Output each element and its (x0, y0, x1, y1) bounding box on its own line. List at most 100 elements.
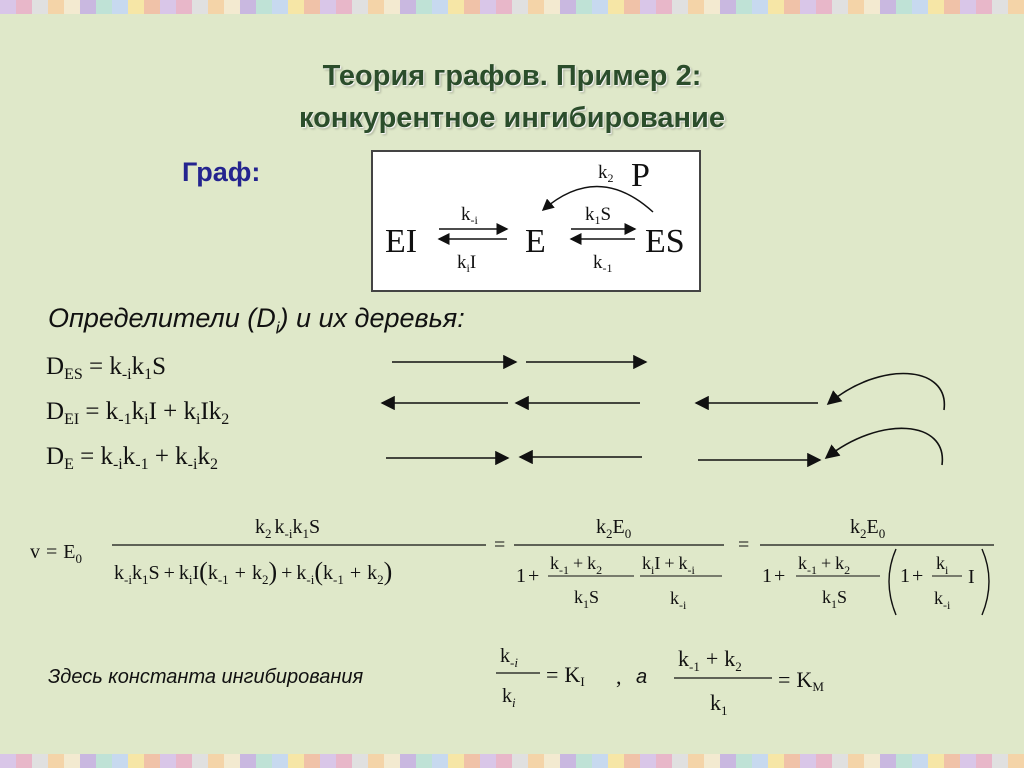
stripe-segment (992, 0, 1008, 14)
stripe-segment (0, 0, 16, 14)
stripe-segment (16, 754, 32, 768)
svg-text:kiI+k-i: kiI+k-i (642, 553, 695, 577)
stripe-segment (944, 754, 960, 768)
stripe-segment (432, 0, 448, 14)
svg-text:k-i: k-i (500, 645, 518, 670)
stripe-segment (928, 754, 944, 768)
stripe-segment (816, 0, 832, 14)
stripe-segment (848, 0, 864, 14)
stripe-segment (176, 0, 192, 14)
stripe-segment (768, 754, 784, 768)
stripe-segment (1008, 754, 1024, 768)
stripe-segment (576, 754, 592, 768)
stripe-segment (832, 754, 848, 768)
stripe-segment (112, 0, 128, 14)
stripe-segment (32, 754, 48, 768)
stripe-segment (304, 754, 320, 768)
svg-text:=: = (494, 534, 505, 556)
stripe-segment (144, 754, 160, 768)
bottom-decorative-stripe (0, 754, 1024, 768)
stripe-segment (352, 754, 368, 768)
stripe-segment (208, 0, 224, 14)
svg-text:=KM: =KM (778, 667, 824, 694)
stripe-segment (272, 0, 288, 14)
stripe-segment (224, 0, 240, 14)
stripe-segment (224, 754, 240, 768)
stripe-segment (192, 0, 208, 14)
stripe-segment (784, 0, 800, 14)
graph-label: Граф: (182, 157, 261, 187)
stripe-segment (896, 754, 912, 768)
svg-text:k-1+k2: k-1+k2 (550, 553, 602, 577)
stripe-segment (704, 0, 720, 14)
node-ei: EI (385, 223, 417, 260)
stripe-segment (592, 0, 608, 14)
stripe-segment (768, 0, 784, 14)
stripe-segment (320, 0, 336, 14)
stripe-segment (96, 0, 112, 14)
label-kiI: kiI (457, 252, 476, 275)
reaction-graph-svg: EI E ES P k2 k-i kiI k1S k-1 (385, 157, 685, 275)
stripe-segment (256, 0, 272, 14)
stripe-segment (112, 754, 128, 768)
stripe-segment (656, 0, 672, 14)
stripe-segment (848, 754, 864, 768)
stripe-segment (560, 754, 576, 768)
stripe-segment (368, 0, 384, 14)
stripe-segment (528, 0, 544, 14)
stripe-segment (736, 0, 752, 14)
stripe-segment (672, 754, 688, 768)
edge-k2-arc (541, 185, 654, 213)
svg-text:k2E0: k2E0 (596, 516, 631, 541)
stripe-segment (912, 754, 928, 768)
stripe-segment (416, 0, 432, 14)
determinant-des: DES = k-ik1S (46, 353, 167, 383)
stripe-segment (64, 754, 80, 768)
stripe-segment (800, 0, 816, 14)
stripe-segment (976, 0, 992, 14)
stripe-segment (288, 754, 304, 768)
stripe-segment (480, 754, 496, 768)
stripe-segment (640, 0, 656, 14)
node-p: P (631, 157, 650, 194)
label-km1: k-1 (593, 252, 613, 275)
reaction-graph: EI E ES P k2 k-i kiI k1S k-1 (371, 150, 701, 292)
svg-text:k-i: k-i (934, 588, 951, 612)
svg-text:k1: k1 (710, 690, 728, 718)
stripe-segment (464, 0, 480, 14)
slide-title-line-1: Теория графов. Пример 2: (322, 60, 702, 92)
stripe-segment (176, 754, 192, 768)
stripe-segment (272, 754, 288, 768)
stripe-segment (544, 0, 560, 14)
stripe-segment (912, 0, 928, 14)
stripe-segment (320, 754, 336, 768)
stripe-segment (544, 754, 560, 768)
stripe-segment (736, 754, 752, 768)
svg-text:k1S: k1S (822, 587, 847, 611)
stripe-segment (928, 0, 944, 14)
stripe-segment (64, 0, 80, 14)
svg-text:k-1+k2: k-1+k2 (678, 646, 742, 674)
top-decorative-stripe (0, 0, 1024, 14)
svg-text:k2E0: k2E0 (850, 516, 885, 541)
svg-text:=KI: =KI (546, 662, 585, 689)
stripe-segment (512, 754, 528, 768)
stripe-segment (512, 0, 528, 14)
stripe-segment (880, 754, 896, 768)
tree-de-arc (824, 427, 943, 466)
stripe-segment (688, 754, 704, 768)
stripe-segment (576, 0, 592, 14)
stripe-segment (992, 754, 1008, 768)
label-kmi: k-i (461, 204, 478, 227)
stripe-segment (816, 754, 832, 768)
stripe-segment (960, 0, 976, 14)
node-e: E (525, 223, 546, 260)
determinants-heading: Определители (Di) и их деревья: (48, 303, 465, 338)
stripe-segment (624, 754, 640, 768)
stripe-segment (608, 754, 624, 768)
stripe-segment (656, 754, 672, 768)
stripe-segment (864, 0, 880, 14)
stripe-segment (832, 0, 848, 14)
svg-text:1+: 1+ (762, 565, 785, 587)
stripe-segment (240, 0, 256, 14)
